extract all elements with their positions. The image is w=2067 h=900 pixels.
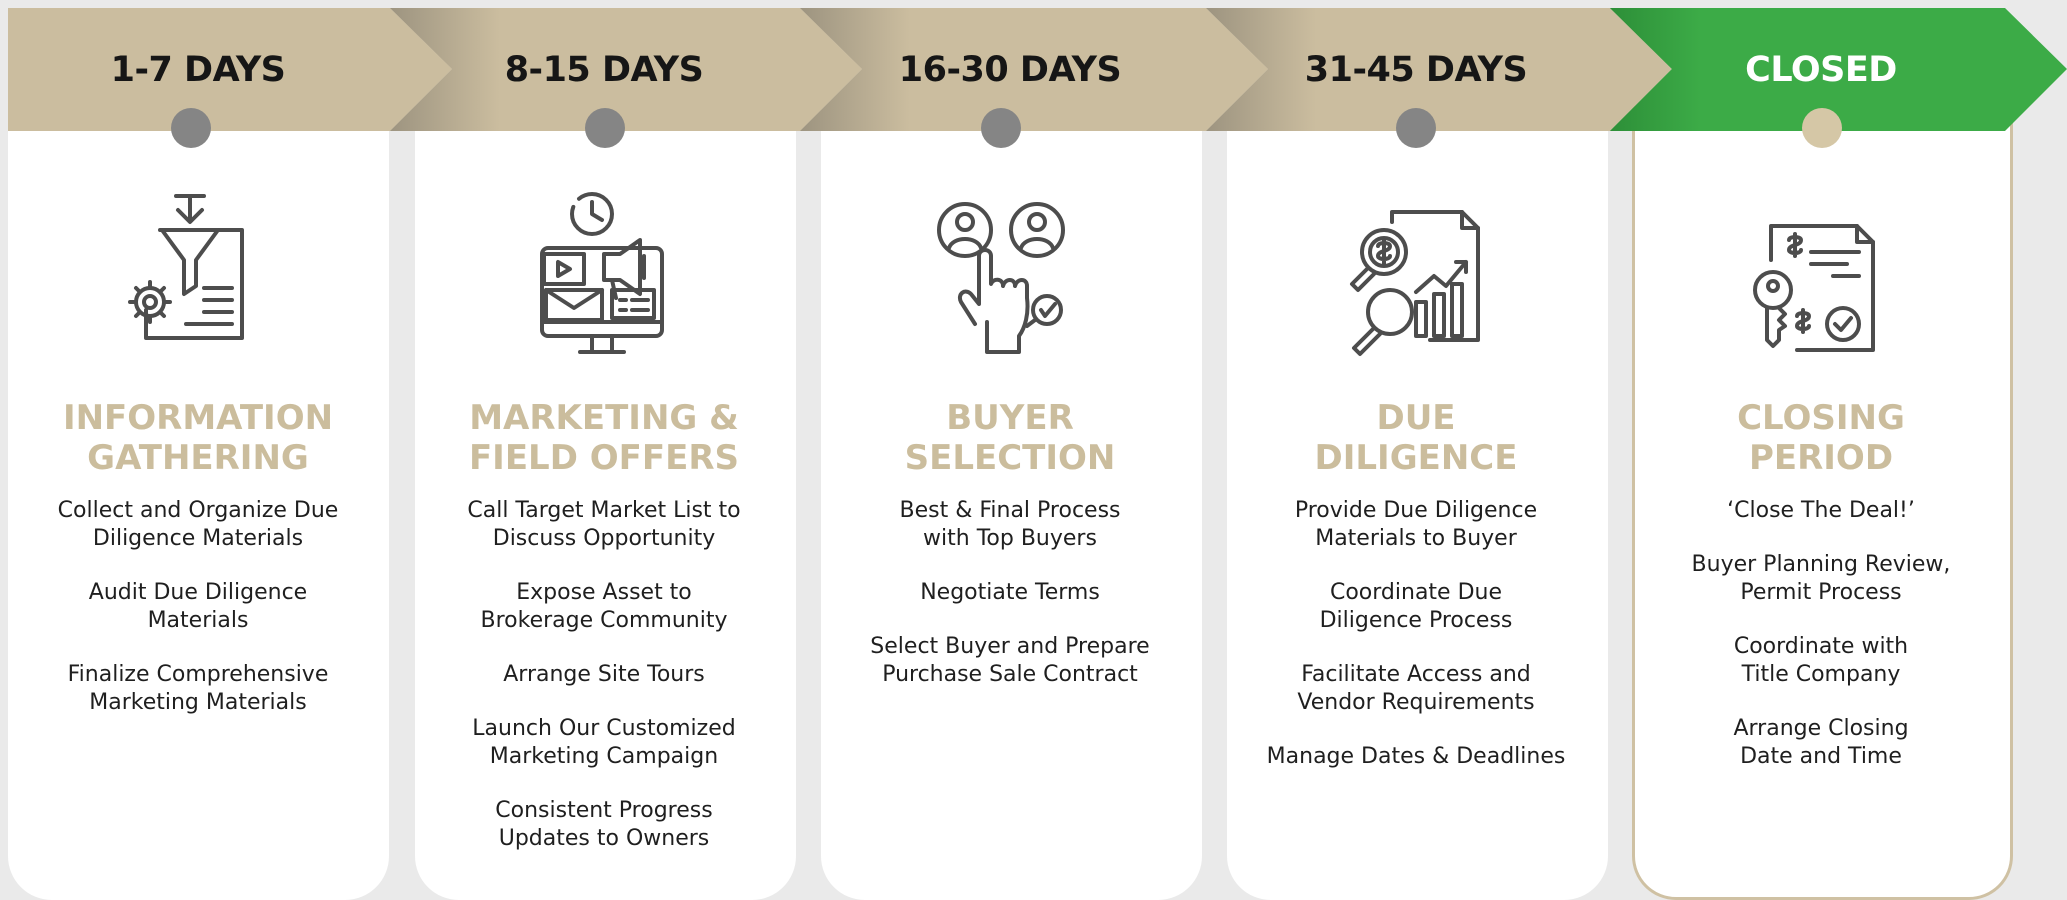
- stage-items: Provide Due Diligence Materials to Buyer…: [1246, 497, 1586, 797]
- timeline-banner: [8, 8, 2067, 131]
- stage-card-3: [821, 60, 1202, 900]
- stage-item: Coordinate with Title Company: [1733, 634, 1909, 687]
- stage-title: CLOSING PERIOD: [1737, 398, 1905, 478]
- stage-timeframe: 31-45 DAYS: [1304, 50, 1528, 90]
- stage-items: Collect and Organize Due Diligence Mater…: [28, 497, 368, 743]
- stage-item: Provide Due Diligence Materials to Buyer: [1294, 498, 1538, 551]
- stage-item: Finalize Comprehensive Marketing Materia…: [67, 662, 329, 715]
- stage-item: Select Buyer and Prepare Purchase Sale C…: [870, 634, 1150, 687]
- stage-item: Launch Our Customized Marketing Campaign: [472, 716, 736, 769]
- banner-segment-3: [800, 8, 1268, 131]
- stage-card-1: [8, 60, 389, 900]
- stage-items: ‘Close The Deal!’ Buyer Planning Review,…: [1651, 497, 1991, 797]
- stage-title: MARKETING & FIELD OFFERS: [468, 398, 740, 478]
- timeline-dot: [1396, 108, 1436, 148]
- stage-item: Arrange Closing Date and Time: [1733, 716, 1909, 769]
- key-contract-check-icon: [1753, 224, 1875, 352]
- banner-shadow-4: [1206, 8, 1316, 131]
- timeline-dot: [585, 108, 625, 148]
- stage-item: Negotiate Terms: [920, 580, 1100, 605]
- banner-shadow-3: [800, 8, 910, 131]
- stage-item: Coordinate Due Diligence Process: [1319, 580, 1513, 633]
- stage-card-4: [1227, 60, 1608, 900]
- timeline-dot: [171, 108, 211, 148]
- stage-item: Expose Asset to Brokerage Community: [480, 580, 728, 633]
- marketing-monitor-megaphone-icon: [540, 192, 664, 354]
- hand-select-buyer-icon: [937, 202, 1065, 354]
- banner-segment-2: [390, 8, 862, 131]
- stage-title: BUYER SELECTION: [904, 398, 1116, 478]
- stage-title: INFORMATION GATHERING: [62, 398, 334, 478]
- stage-card-closed: [1632, 60, 2013, 900]
- stage-item: Consistent Progress Updates to Owners: [495, 798, 713, 851]
- stage-timeframe: CLOSED: [1745, 50, 1897, 90]
- stage-item: Audit Due Diligence Materials: [88, 580, 308, 633]
- magnifier-report-chart-icon: [1350, 210, 1480, 356]
- stage-timeframe: 16-30 DAYS: [898, 50, 1122, 90]
- stage-item: Arrange Site Tours: [503, 662, 705, 687]
- banner-shadow-closed: [1610, 8, 1700, 131]
- stage-item: ‘Close The Deal!’: [1727, 498, 1915, 523]
- stage-items: Best & Final Process with Top Buyers Neg…: [840, 497, 1180, 715]
- stage-item: Best & Final Process with Top Buyers: [899, 498, 1121, 551]
- stage-timeframe: 8-15 DAYS: [504, 50, 704, 90]
- banner-segment-1: [8, 8, 452, 131]
- banner-segment-closed: [1610, 8, 2067, 131]
- stage-item: Collect and Organize Due Diligence Mater…: [57, 498, 339, 551]
- stage-item: Buyer Planning Review, Permit Process: [1691, 552, 1951, 605]
- banner-shadow-2: [390, 8, 500, 131]
- banner-segment-4: [1206, 8, 1672, 131]
- stage-title: DUE DILIGENCE: [1314, 398, 1518, 478]
- timeline-dot: [1802, 108, 1842, 148]
- funnel-document-gear-icon: [128, 194, 244, 340]
- stage-item: Call Target Market List to Discuss Oppor…: [467, 498, 741, 551]
- timeline-dot: [981, 108, 1021, 148]
- stage-items: Call Target Market List to Discuss Oppor…: [434, 497, 774, 879]
- stage-item: Manage Dates & Deadlines: [1266, 744, 1566, 769]
- stage-item: Facilitate Access and Vendor Requirement…: [1297, 662, 1535, 715]
- stage-timeframe: 1-7 DAYS: [110, 50, 286, 90]
